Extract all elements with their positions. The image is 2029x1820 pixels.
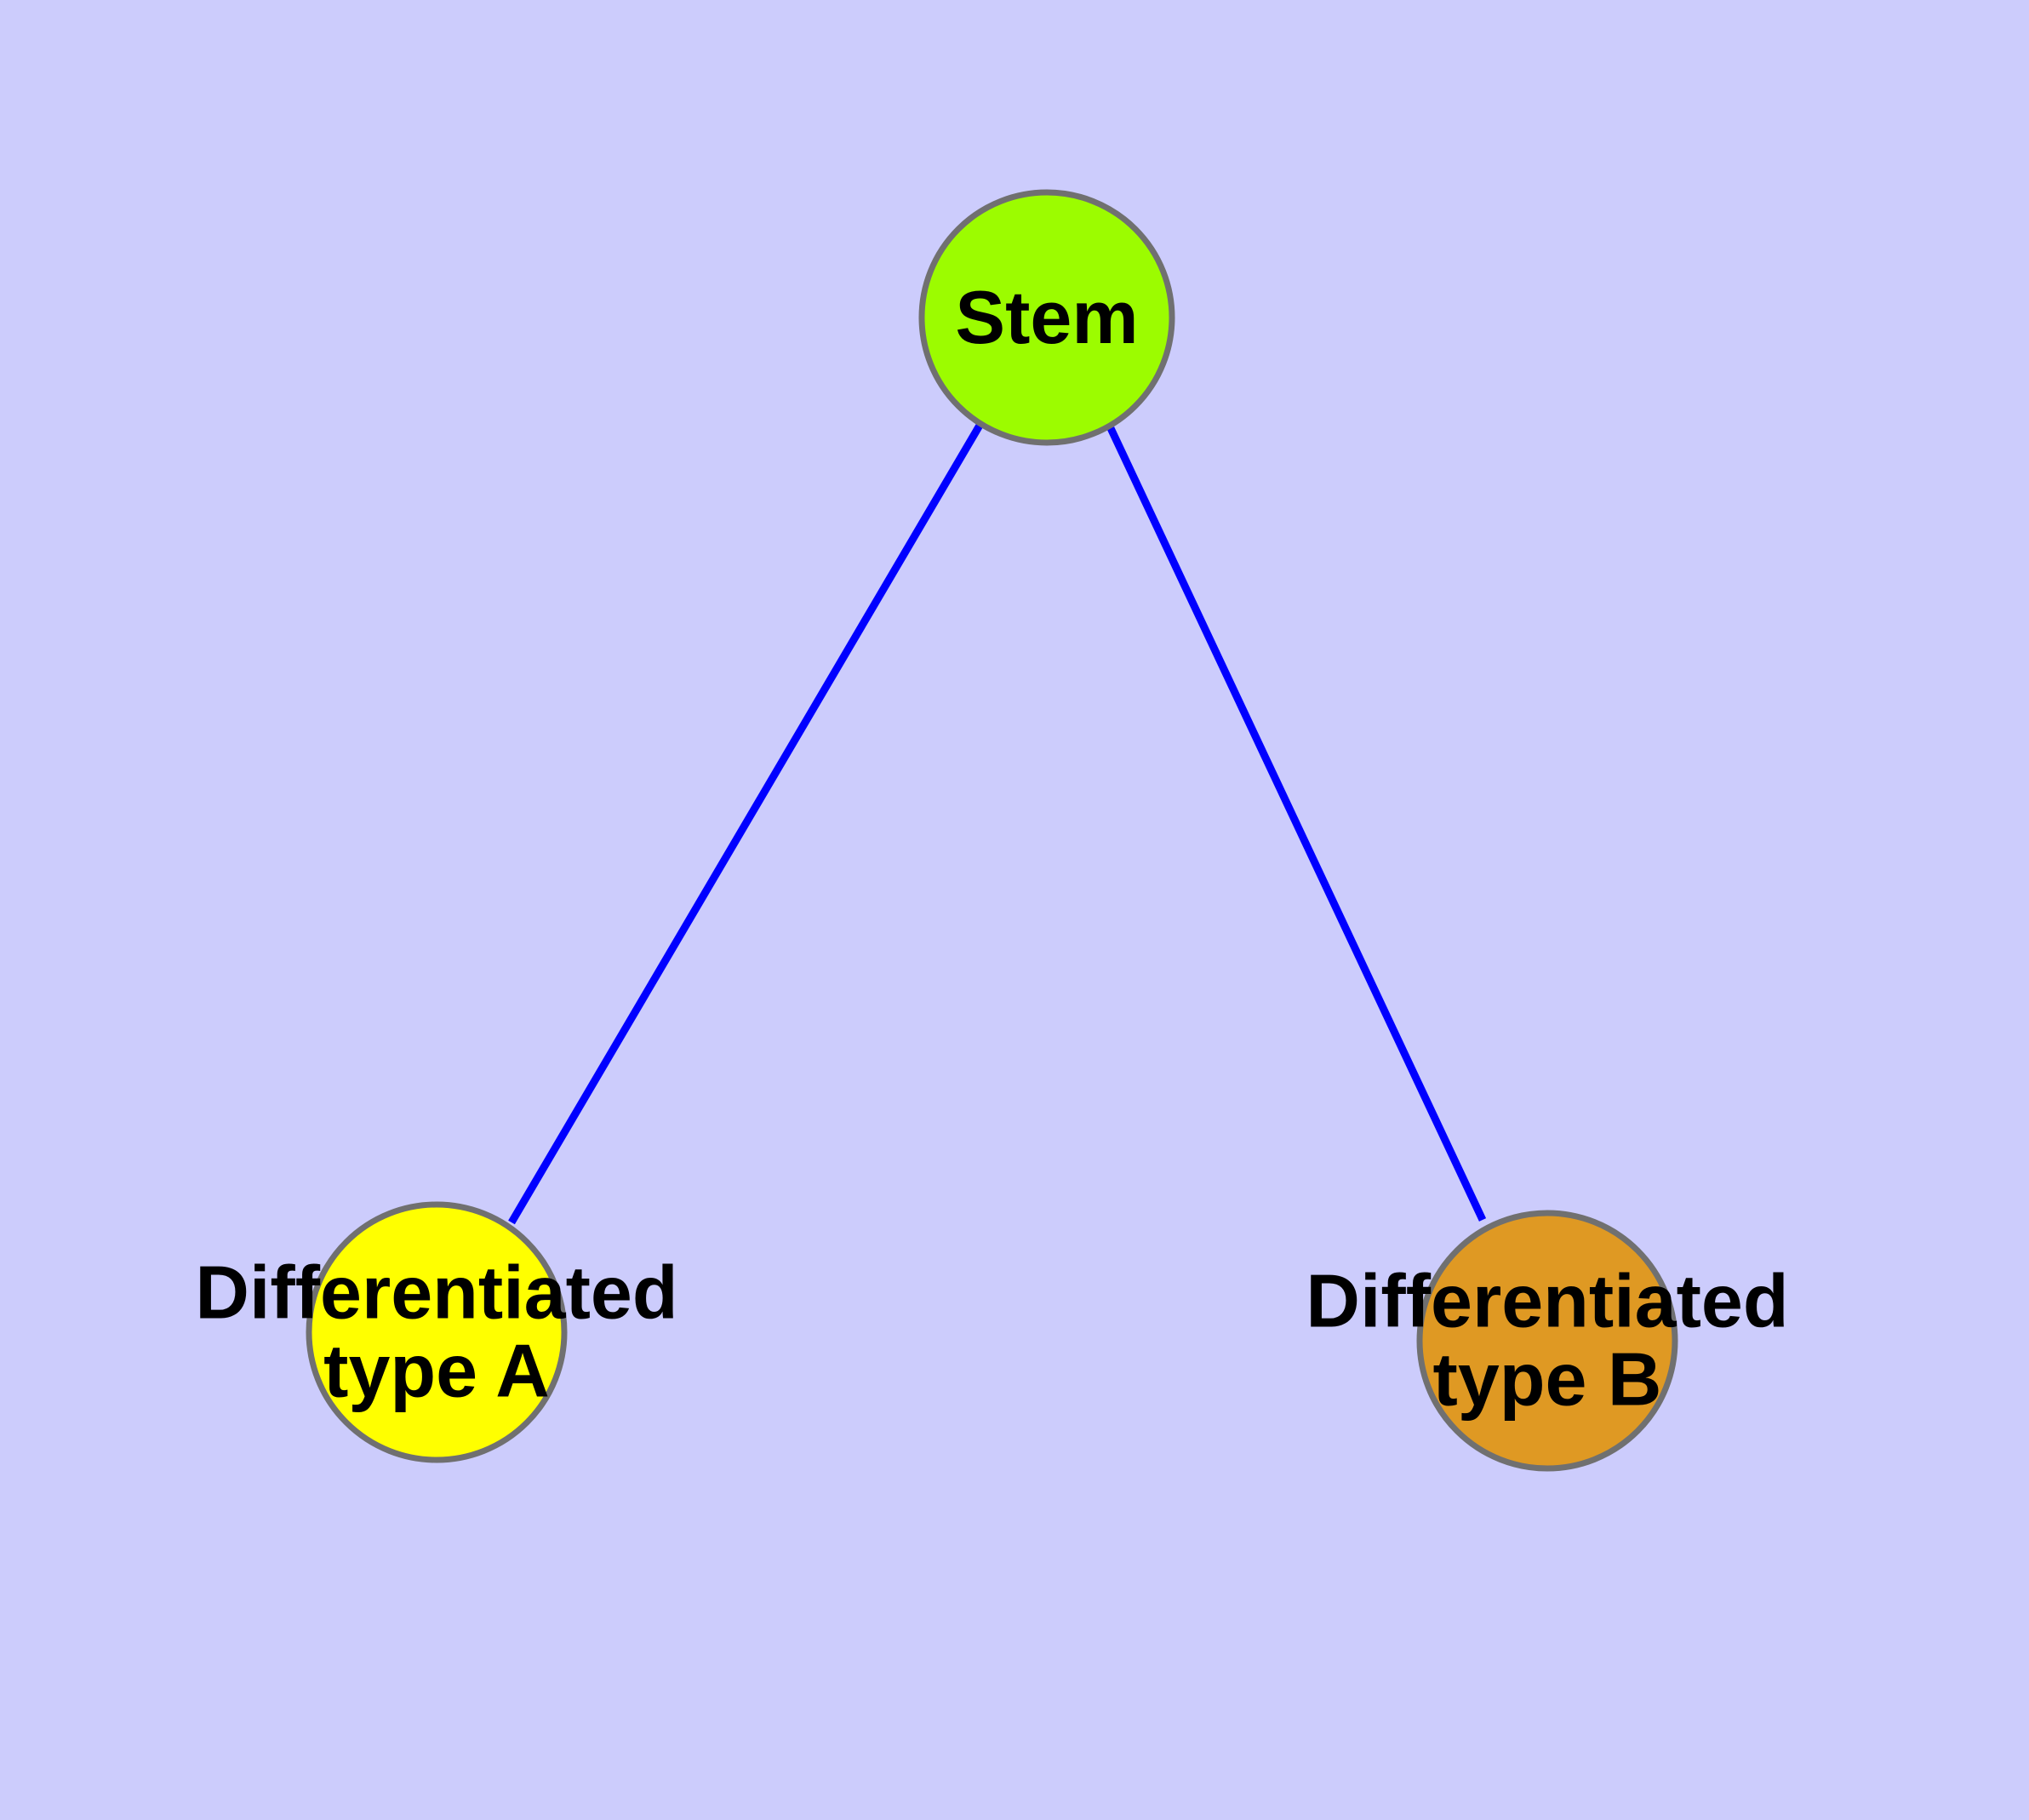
node-circle-stem[interactable]	[918, 189, 1175, 446]
edge-stem-diff_b[interactable]	[1106, 426, 1487, 1222]
edge-stem-diff_a[interactable]	[508, 421, 984, 1225]
nodes-layer	[306, 189, 1678, 1472]
edges-layer	[508, 421, 1487, 1225]
node-circle-diff_a[interactable]	[306, 1201, 568, 1463]
node-circle-diff_b[interactable]	[1416, 1210, 1678, 1472]
